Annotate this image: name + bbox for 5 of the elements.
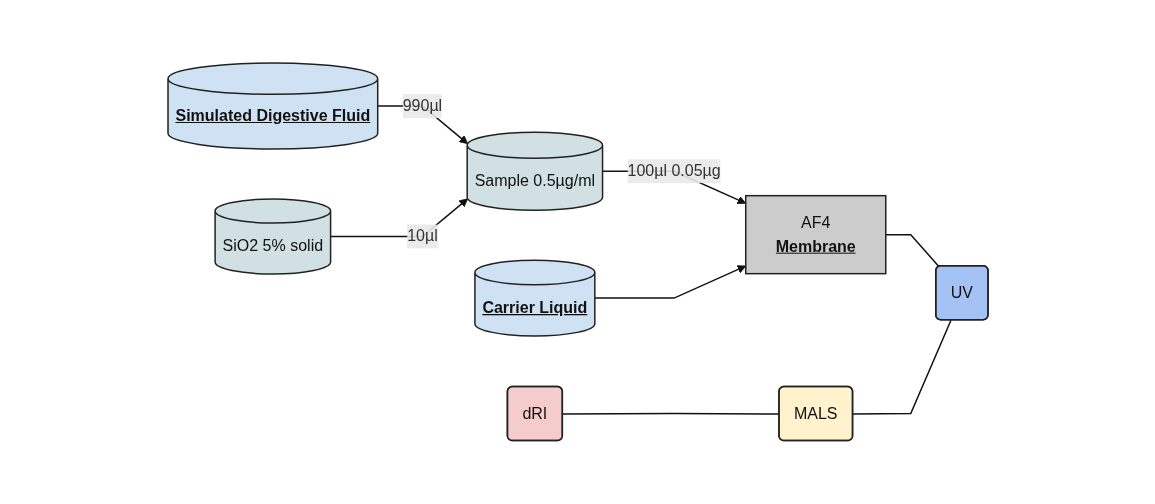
edge-label: 100µl 0.05µg xyxy=(627,162,721,180)
edge-label: 10µl xyxy=(406,227,438,245)
arrow xyxy=(593,265,746,300)
node-box: AF4 Membrane xyxy=(744,195,886,275)
edge-label: 990µl xyxy=(402,97,442,115)
